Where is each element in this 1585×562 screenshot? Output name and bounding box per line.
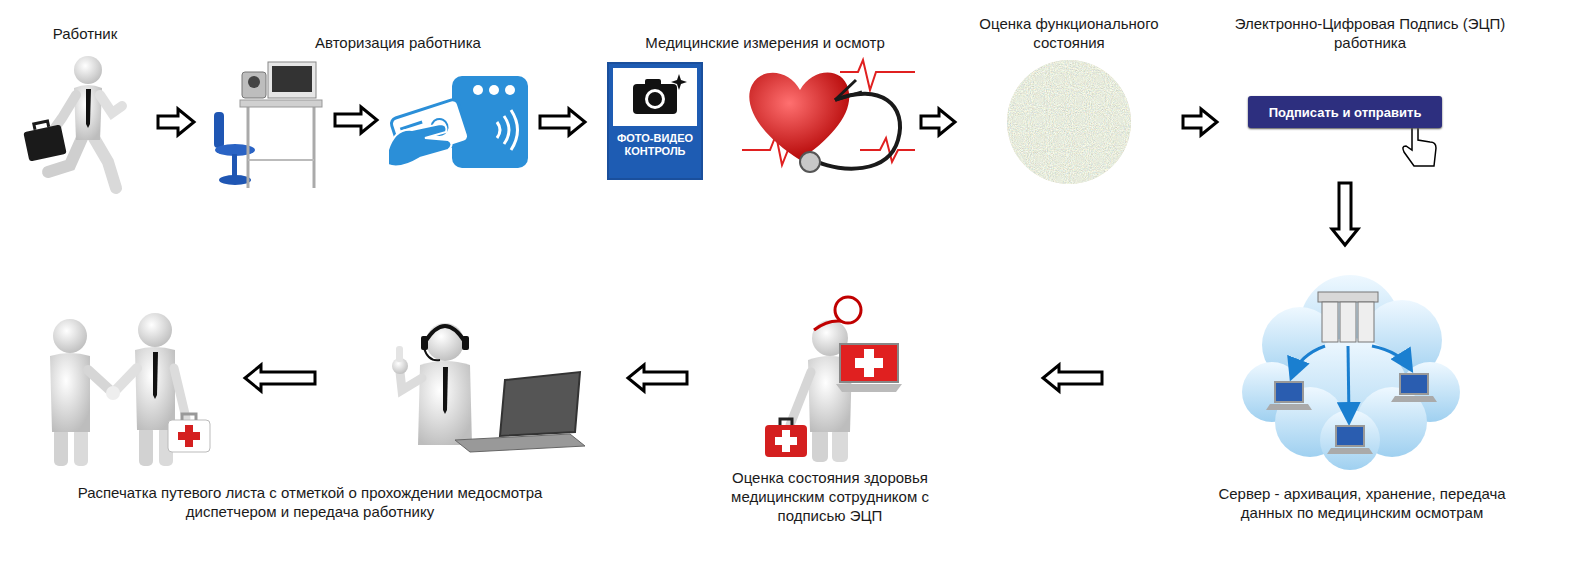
stage-caption: Электронно-Цифровая Подпись (ЭЦП) работн… [1220,14,1520,52]
state-circle [1007,60,1131,184]
stage-caption: Работник [15,24,155,43]
sign-button: Подписать и отправить [1248,96,1442,128]
stage-caption: Оценка состояния здоровья медицинским со… [715,468,945,525]
inner-arrow [335,107,377,133]
stage-caption: Распечатка путевого листа с отметкой о п… [75,483,545,521]
waybill-stage: Распечатка путевого листа с отметкой о п… [15,290,625,530]
inner-arrow [245,365,315,391]
operator-figure [392,323,585,452]
server-stage: Сервер - архивация, хранение, передача д… [1105,248,1545,530]
camera-icon [609,64,701,130]
flow-arrow [1043,365,1102,391]
flow-arrow [540,109,585,135]
authorization-stage: Авторизация работника [197,10,537,200]
measurement-stage: Медицинские измерения и осмотрФОТО-ВИДЕО… [588,10,918,200]
flow-arrow [628,365,687,391]
doctor-figure [765,297,902,462]
worker-figure [22,56,122,188]
cursor-hand [1403,126,1436,166]
button-label: Подписать и отправить [1269,103,1422,122]
sign-label: ФОТО-ВИДЕО КОНТРОЛЬ [609,132,701,158]
flow-arrow [1332,183,1358,245]
stage-caption: Медицинские измерения и осмотр [612,33,918,52]
doctor-stage: Оценка состояния здоровья медицинским со… [690,290,1040,530]
worker-stage: Работник [15,10,155,200]
flow-arrow [158,109,194,135]
assessment-stage: Оценка функционального состояния [958,6,1180,196]
stage-caption: Сервер - архивация, хранение, передача д… [1197,484,1527,522]
heart-stethoscope [742,60,915,172]
stage-caption: Авторизация работника [257,33,539,52]
flow-arrow [921,109,955,135]
photo-video-sign: ФОТО-ВИДЕО КОНТРОЛЬ [607,62,703,180]
kiosk-terminal [214,62,322,188]
stage-caption: Оценка функционального состояния [958,14,1180,52]
card-reader [388,76,528,168]
signature-stage: Электронно-Цифровая Подпись (ЭЦП) работн… [1220,6,1545,180]
flow-arrow [1183,109,1217,135]
handshake-figures [50,313,210,466]
cloud-server [1242,275,1460,470]
